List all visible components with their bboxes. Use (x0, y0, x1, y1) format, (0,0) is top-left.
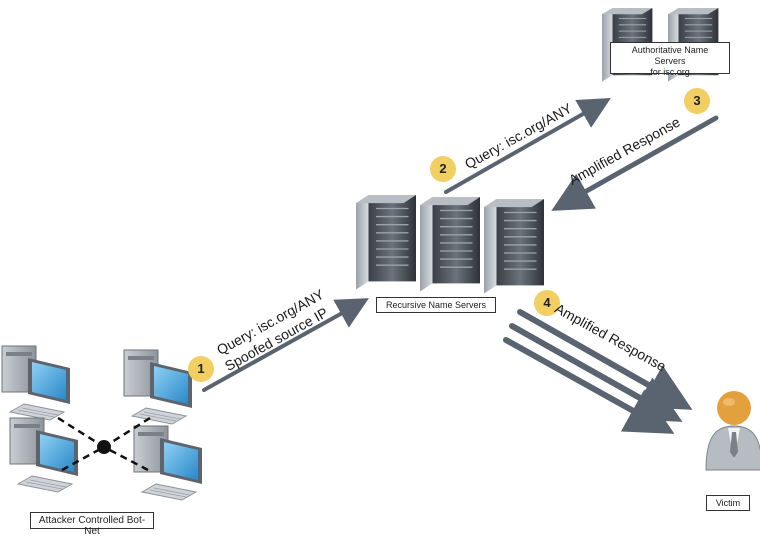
arrow-step-1 (202, 298, 369, 392)
botnet-hub (97, 440, 111, 454)
botnet-computers (1, 345, 203, 501)
arrow-step-3 (551, 115, 719, 211)
botnet-label: Attacker Controlled Bot-Net (30, 512, 154, 537)
step-1-badge: 1 (188, 356, 214, 382)
arrows (202, 98, 719, 434)
step-4-badge: 4 (534, 290, 560, 316)
step-3-badge: 3 (684, 88, 710, 114)
authoritative-label-line2: for isc.org (650, 67, 690, 77)
authoritative-servers-label: Authoritative Name Servers for isc.org (610, 42, 730, 77)
botnet-links (57, 416, 151, 472)
arrow-step-2 (444, 98, 611, 194)
victim-figure (705, 391, 760, 471)
step-2-badge: 2 (430, 156, 456, 182)
arrow-step-4c (503, 337, 675, 434)
arrow-step-4b (509, 323, 683, 422)
authoritative-label-line1: Authoritative Name Servers (631, 45, 709, 66)
recursive-servers (355, 194, 545, 295)
recursive-servers-label: Recursive Name Servers (376, 297, 496, 313)
victim-label: Victim (706, 495, 750, 511)
